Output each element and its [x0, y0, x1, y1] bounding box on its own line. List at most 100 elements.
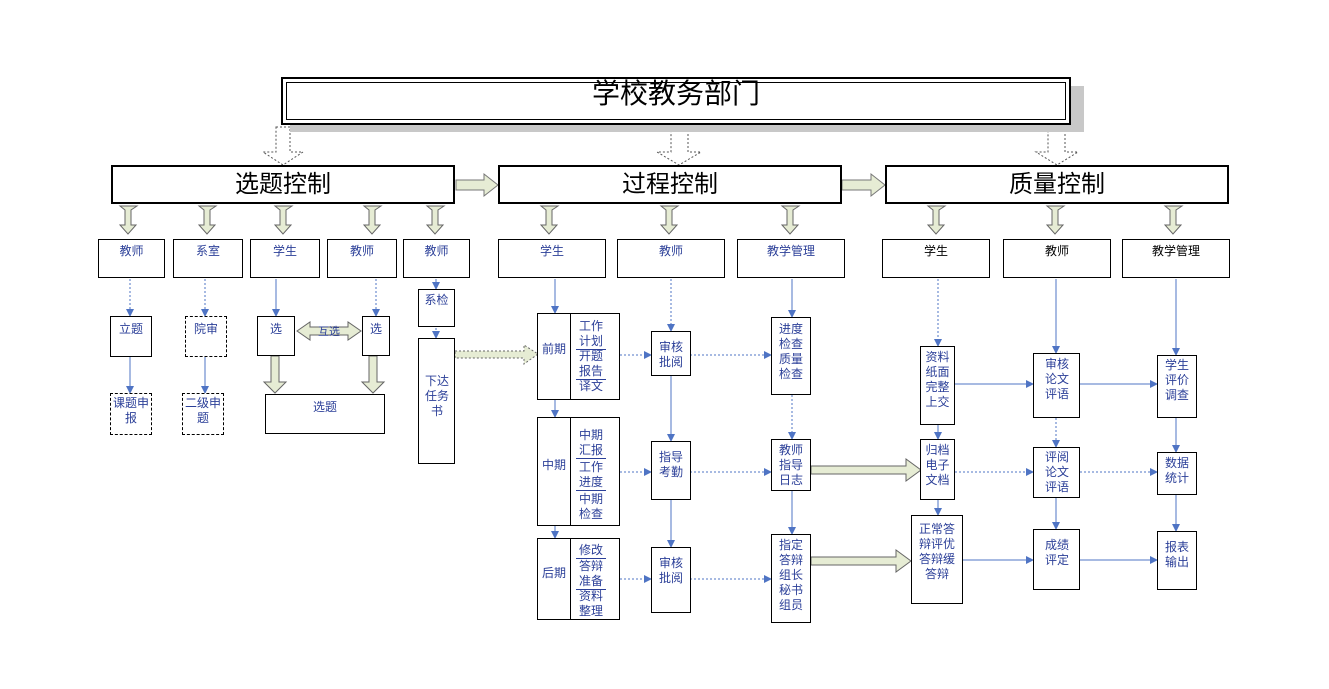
- phase-mid-item: 中期检查: [578, 492, 603, 521]
- phase-early-item: 工作计划: [576, 319, 606, 350]
- box-xijian: 系检: [418, 289, 455, 327]
- header-inner: [286, 82, 1066, 120]
- box-erji: 二级申题: [182, 393, 224, 435]
- box-shenlw-text: 审核论文评语: [1044, 357, 1069, 401]
- phase-divider: [570, 538, 571, 620]
- phase-late: 后期 修改 答辩准备 资料整理: [537, 538, 620, 620]
- box-guidang: 归档电子文档: [920, 439, 955, 500]
- role-label: 教师: [424, 244, 449, 258]
- box-yuanshen-text: 院审: [193, 322, 218, 336]
- role-label: 教学管理: [1151, 244, 1200, 258]
- box-jindu: 进度检查质量检查: [771, 317, 811, 395]
- box-chengji-text: 成绩评定: [1044, 538, 1069, 567]
- role-label: 教师: [658, 244, 683, 258]
- role-label: 系室: [195, 244, 220, 258]
- role-teacher-4: 教师: [617, 239, 725, 278]
- phase-late-item: 答辩准备: [576, 559, 606, 590]
- role-student-3: 学生: [882, 239, 990, 278]
- phase-divider: [570, 313, 571, 400]
- phase-mid-item: 中期汇报: [576, 428, 606, 459]
- phase-early: 前期 工作计划 开题报告 译文: [537, 313, 620, 400]
- role-teacher-3: 教师: [403, 239, 470, 278]
- header-title: 学校教务部门: [591, 77, 760, 110]
- phase-mid-label: 中期: [541, 458, 566, 472]
- box-zhiding: 指定答辩组长秘书组员: [771, 534, 811, 623]
- box-pingyue-text: 评阅论文评语: [1044, 450, 1069, 494]
- box-erji-text: 二级申题: [185, 396, 222, 425]
- fork-arrows: [118, 205, 1184, 235]
- phase-early-item: 译文: [578, 379, 603, 393]
- phase-divider: [570, 417, 571, 526]
- box-kecheng: 课题申报: [110, 393, 152, 435]
- box-xiada: 下达任务书: [418, 338, 455, 464]
- box-jindu-text: 进度检查质量检查: [778, 322, 803, 381]
- box-lizhi: 立题: [110, 316, 152, 357]
- box-xiada-text: 下达任务书: [424, 374, 449, 418]
- box-shen1: 审核批阅: [651, 331, 691, 376]
- phase-early-item: 开题报告: [576, 349, 606, 380]
- box-xuesheng: 学生评价调查: [1157, 355, 1197, 418]
- box-shuju: 数据统计: [1157, 452, 1197, 495]
- box-xuanti: 选题: [265, 394, 385, 434]
- stage-topic: 选题控制: [111, 165, 455, 204]
- role-label: 教师: [1044, 244, 1069, 258]
- header-box: 学校教务部门: [281, 77, 1071, 125]
- box-shenlw: 审核论文评语: [1033, 353, 1080, 418]
- phase-late-item: 修改: [576, 543, 606, 559]
- box-zhidao: 指导考勤: [651, 441, 691, 500]
- box-xuanti-text: 选题: [312, 400, 337, 414]
- box-xuesheng-text: 学生评价调查: [1164, 358, 1189, 402]
- role-student-2: 学生: [498, 239, 606, 278]
- role-department: 系室: [173, 239, 243, 278]
- phase-early-label: 前期: [541, 342, 566, 356]
- role-student-1: 学生: [250, 239, 320, 278]
- box-shuju-text: 数据统计: [1164, 456, 1189, 485]
- box-zhidao-text: 指导考勤: [658, 450, 683, 479]
- phase-late-label: 后期: [541, 566, 566, 580]
- thick-arrows: [262, 321, 922, 573]
- phase-mid: 中期 中期汇报 工作进度 中期检查: [537, 417, 620, 526]
- phase-late-item: 资料整理: [578, 589, 603, 618]
- box-dabian: 正常答辩评优答辩缓答辩: [911, 515, 963, 604]
- box-xuan2-text: 选: [369, 322, 382, 336]
- role-label: 学生: [539, 244, 564, 258]
- blue-connectors: [126, 279, 1180, 583]
- box-kecheng-text: 课题申报: [113, 396, 150, 425]
- role-label: 教学管理: [766, 244, 815, 258]
- stage-arrows: [455, 172, 886, 198]
- box-zhiding-text: 指定答辩组长秘书组员: [778, 538, 803, 612]
- role-teacher-2: 教师: [327, 239, 397, 278]
- role-label: 学生: [923, 244, 948, 258]
- role-teacher-1: 教师: [98, 239, 165, 278]
- box-rizhi: 教师指导日志: [771, 439, 811, 491]
- box-ziliao: 资料纸面完整上交: [920, 346, 955, 425]
- box-baobiao: 报表输出: [1157, 531, 1197, 590]
- label-huxuan: 互选: [318, 325, 340, 338]
- box-guidang-text: 归档电子文档: [925, 443, 950, 487]
- box-shen2: 审核批阅: [651, 547, 691, 613]
- role-admin-1: 教学管理: [737, 239, 845, 278]
- box-shen1-text: 审核批阅: [658, 340, 683, 369]
- box-shen2-text: 审核批阅: [658, 556, 683, 585]
- box-pingyue: 评阅论文评语: [1033, 447, 1080, 498]
- hollow-arrows-top: [261, 126, 1080, 166]
- stage-quality-title: 质量控制: [1009, 170, 1105, 198]
- box-xuan1: 选: [257, 316, 295, 356]
- phase-mid-item: 工作进度: [576, 460, 606, 491]
- stage-process-title: 过程控制: [622, 170, 718, 198]
- box-yuanshen: 院审: [185, 316, 227, 357]
- role-admin-2: 教学管理: [1122, 239, 1230, 278]
- stage-topic-title: 选题控制: [235, 170, 331, 198]
- box-xuan2: 选: [362, 316, 390, 356]
- stage-process: 过程控制: [498, 165, 842, 204]
- stage-quality: 质量控制: [885, 165, 1229, 204]
- box-xuan1-text: 选: [269, 322, 282, 336]
- role-teacher-5: 教师: [1003, 239, 1111, 278]
- box-chengji: 成绩评定: [1033, 529, 1080, 590]
- box-lizhi-text: 立题: [118, 322, 143, 336]
- role-label: 教师: [119, 244, 144, 258]
- box-baobiao-text: 报表输出: [1164, 540, 1189, 569]
- box-xijian-text: 系检: [424, 293, 449, 307]
